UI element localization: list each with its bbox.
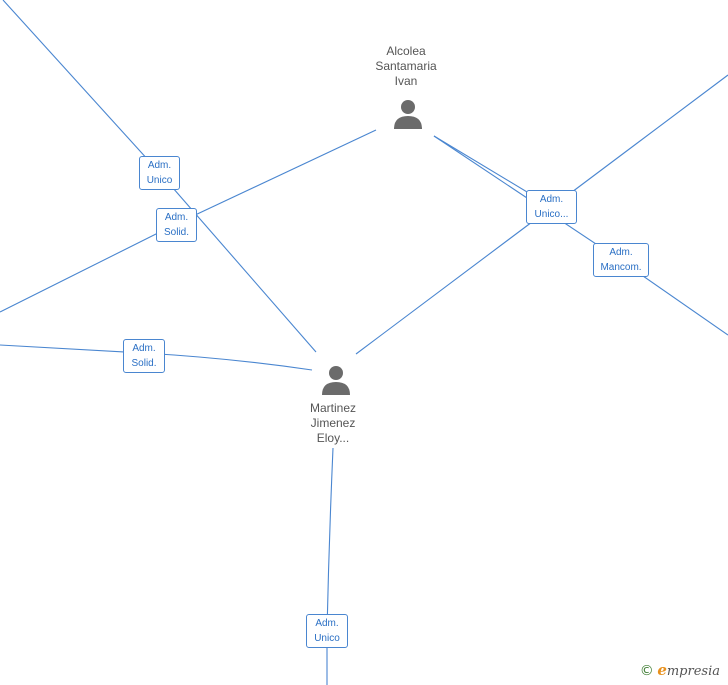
edge-left-r3: [0, 344, 144, 354]
brand-logo: empresia: [657, 661, 720, 679]
role-label-adm-unico[interactable]: Adm. Unico: [306, 614, 348, 648]
person-name-alcolea[interactable]: Alcolea Santamaria Ivan: [375, 44, 437, 88]
edge-r4-topright: [551, 74, 728, 208]
edge-r1-martinez: [158, 171, 317, 353]
role-label-adm-unico[interactable]: Adm. Unico...: [526, 190, 577, 224]
copyright-icon: ©: [639, 663, 654, 679]
person-icon[interactable]: [320, 364, 352, 396]
edge-r2-left: [0, 223, 177, 313]
edge-martinez-r6: [326, 447, 334, 632]
person-icon[interactable]: [392, 98, 424, 130]
role-label-adm-unico[interactable]: Adm. Unico: [139, 156, 180, 190]
edge-r3-martinez: [142, 352, 313, 371]
copyright-footer: © empresia: [640, 661, 720, 679]
role-label-adm-solid[interactable]: Adm. Solid.: [123, 339, 165, 373]
edge-r1-topleft: [2, 0, 160, 173]
role-label-adm-mancom[interactable]: Adm. Mancom.: [593, 243, 649, 277]
role-label-adm-solid[interactable]: Adm. Solid.: [156, 208, 197, 242]
edge-alcolea-r2: [175, 129, 377, 225]
person-name-martinez[interactable]: Martinez Jimenez Eloy...: [309, 401, 356, 445]
edge-martinez-r4: [355, 206, 553, 355]
